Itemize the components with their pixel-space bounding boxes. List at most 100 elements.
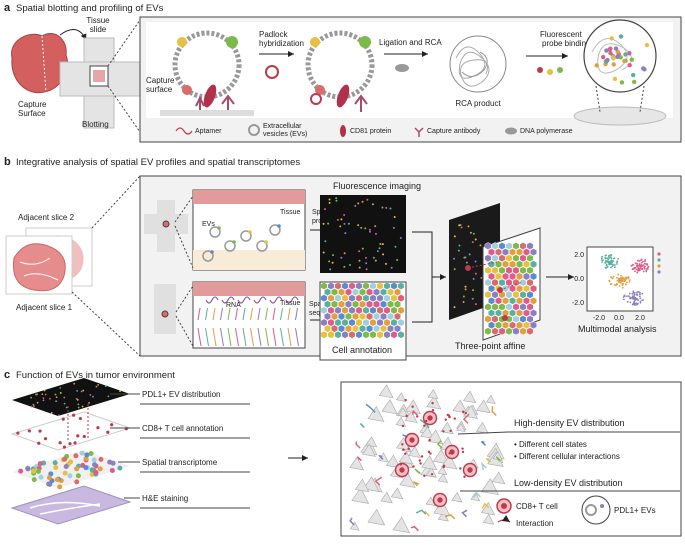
scatter-dot (633, 292, 636, 294)
scatter-dot (615, 277, 618, 279)
c-hex-cell (35, 468, 41, 474)
scatter-dot (638, 260, 641, 262)
fluor-image-dot (357, 202, 360, 205)
c-cd8-dot (43, 437, 48, 441)
scatter-dot (633, 293, 636, 296)
scatter-dot (644, 265, 646, 268)
pdl1-ev-dot (401, 443, 404, 446)
hex-cell (355, 294, 363, 303)
scatter-dot (638, 293, 641, 296)
fluor-image-dot (385, 206, 388, 209)
affine-hex-cell (498, 278, 506, 287)
panel-c-letter: c (4, 369, 10, 381)
fluorescence-label: Fluorescence imaging (333, 181, 421, 191)
scatter-dot (608, 279, 611, 282)
fluorescence-image-dots (322, 197, 402, 271)
hex-cell (380, 288, 387, 296)
fluor-image-dot (323, 208, 326, 211)
c-cd8-dot (110, 423, 114, 427)
affine-hex-cell (523, 272, 530, 281)
c-pdl1-dot (89, 394, 92, 396)
c-hex-cell (54, 477, 60, 483)
stromal-cell (415, 509, 427, 515)
hex-cell (366, 312, 373, 321)
hex-cell (331, 324, 338, 333)
tumor-cell (385, 454, 401, 469)
affine-hex-cell (519, 254, 527, 263)
affine-black-dot (474, 238, 477, 241)
tumor-cell (367, 508, 386, 526)
tumor-microenvironment-cells (349, 384, 506, 534)
ev-circle (256, 240, 268, 252)
legend-antibody: Capture antibody (427, 128, 481, 135)
fluor-image-dot (365, 268, 368, 271)
rna-tissue-layer (193, 282, 305, 296)
hex-cell (390, 330, 398, 339)
fluorescence-image (320, 195, 406, 273)
fluor-image-dot (365, 262, 368, 265)
affine-hex-cell (491, 278, 499, 287)
fluor-dot (631, 79, 637, 85)
tumor-cell (425, 466, 437, 478)
fluor-image-dot (343, 252, 346, 255)
hex-cell (387, 300, 394, 309)
fluor-image-dot (368, 228, 371, 231)
pdl1-dots (30, 382, 122, 417)
affine-hex-cell (495, 321, 502, 330)
c-cd8-dot (73, 441, 77, 445)
affine-hex-cell (526, 254, 534, 263)
scatter-dot (617, 277, 620, 280)
scatter-ytick-2: 0.0 (574, 276, 584, 283)
scatter-legend-dot-3 (657, 264, 661, 268)
blotting-slide (59, 37, 141, 129)
fluor-image-dot (332, 254, 335, 257)
fluor-image-dot (382, 253, 385, 256)
c-pdl1-dot (92, 395, 94, 398)
zoom-line-a1 (107, 19, 141, 67)
fluor-image-dot (394, 245, 397, 248)
stromal-cell (436, 440, 443, 449)
stromal-cell (414, 468, 421, 475)
c-pdl1-dot (30, 396, 32, 399)
he-veins (29, 501, 101, 515)
tumor-cell (437, 473, 449, 484)
fluor-dot (629, 57, 635, 62)
affine-black-dot (472, 289, 475, 292)
fluor-image-dot (328, 260, 331, 263)
hex-cell (352, 300, 359, 309)
c-hex-cell (92, 462, 98, 468)
affine-hex-cell (505, 327, 513, 336)
fluor-dot (627, 62, 632, 68)
pdl1-ev-dot (405, 435, 408, 438)
small-slide-top (144, 200, 188, 252)
fluor-image-dot (335, 197, 338, 200)
c-hex-cell (110, 460, 116, 466)
pdl1-ev-dot (423, 474, 426, 478)
hex-cell (359, 324, 366, 333)
ev-circle (224, 240, 236, 252)
scatter-dot (607, 256, 610, 258)
fluor-image-dot (343, 265, 346, 268)
hex-cell (369, 318, 377, 327)
tumor-cell (381, 399, 398, 415)
c-pdl1-dot (55, 396, 58, 399)
scatter-dot (628, 280, 631, 283)
fluor-dot (619, 80, 625, 85)
hex-cell (355, 282, 363, 290)
c-hex-cell (67, 473, 73, 479)
fluor-dot (613, 46, 619, 51)
c-hex-cell (83, 465, 89, 471)
tumor-cell (437, 465, 448, 476)
rna-strand (212, 307, 217, 347)
fluor-dot (612, 76, 618, 82)
pdl1-ev-dot (461, 447, 464, 450)
rna-strand (227, 307, 232, 347)
fluor-image-dot (354, 204, 357, 207)
c-hex-cell (62, 456, 68, 462)
tumor-cell (462, 390, 477, 404)
c-hex-cell (74, 466, 80, 472)
tumor-cell (395, 392, 407, 402)
hex-cell (324, 312, 331, 321)
stromal-cell (485, 457, 491, 463)
pdl1-ev-legend-vesicle (585, 504, 597, 516)
